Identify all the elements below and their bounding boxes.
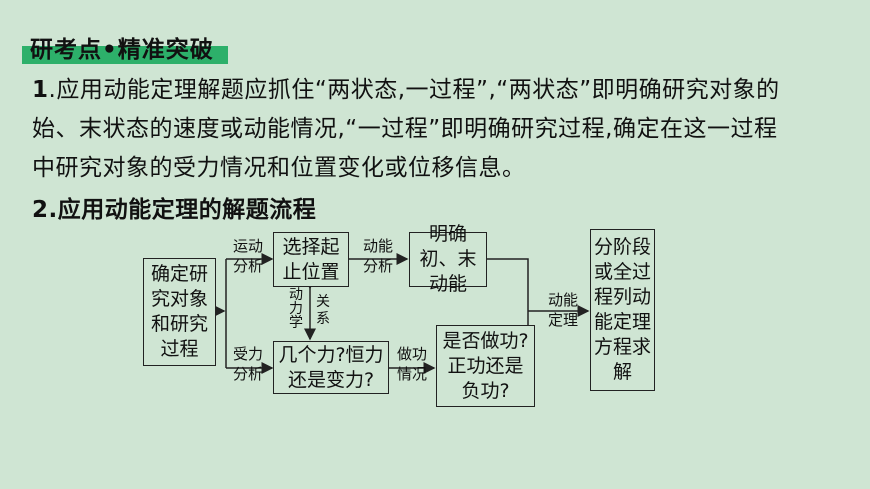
label-energy: 动能分析 xyxy=(362,237,393,275)
point-1-number: 1 xyxy=(32,77,49,103)
box-equation: 分阶段或全过程列动能定理方程求解 xyxy=(590,229,655,391)
label-dynamics: 动力学 xyxy=(289,287,303,331)
label-relation: 关系 xyxy=(316,294,330,327)
point-2-title: 2.应用动能定理的解题流程 xyxy=(32,191,842,230)
point-1-line-3: 中研究对象的受力情况和位置变化或位移信息。 xyxy=(32,155,526,181)
point-2-text: .应用动能定理的解题流程 xyxy=(48,197,317,223)
box-position: 选择起止位置 xyxy=(273,232,349,287)
box-forces: 几个力?恒力还是变力? xyxy=(273,341,389,394)
box-kinetic: 明确初、末动能 xyxy=(409,223,487,295)
label-work: 做功情况 xyxy=(396,345,427,383)
label-force: 受力分析 xyxy=(232,345,263,383)
point-1: 1.应用动能定理解题应抓住“两状态,一过程”,“两状态”即明确研究对象的 始、末… xyxy=(32,71,842,188)
point-1-line-1: 1.应用动能定理解题应抓住“两状态,一过程”,“两状态”即明确研究对象的 xyxy=(32,77,780,103)
label-motion: 运动分析 xyxy=(232,237,263,275)
header-highlight xyxy=(22,46,228,64)
header-title: 研考点•精准突破 xyxy=(30,37,214,63)
point-1-line-2: 始、末状态的速度或动能情况,“一过程”即明确研究过程,确定在这一过程 xyxy=(32,116,778,142)
point-2-number: 2 xyxy=(32,197,49,223)
label-theorem: 动能定理 xyxy=(547,291,578,329)
box-object: 确定研究对象和研究过程 xyxy=(143,258,216,366)
section-header: 研考点•精准突破 xyxy=(22,36,228,64)
box-work: 是否做功?正功还是负功? xyxy=(436,325,535,407)
